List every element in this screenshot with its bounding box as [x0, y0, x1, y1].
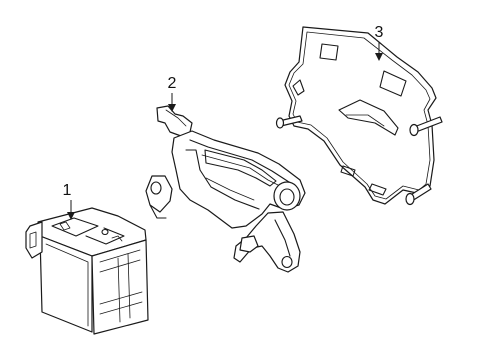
- bolt-right: [409, 116, 443, 137]
- radar-sensor-module: [25, 207, 149, 335]
- arrowhead-2: [168, 104, 176, 112]
- callout-label-1: 1: [63, 182, 72, 199]
- callout-1: 1: [63, 182, 75, 220]
- callout-label-2: 2: [168, 75, 177, 92]
- sensor-mounting-bracket: [145, 105, 306, 273]
- callout-label-3: 3: [375, 24, 384, 41]
- callout-2: 2: [168, 75, 177, 112]
- bolt-lower: [405, 183, 432, 206]
- arrowhead-1: [67, 212, 75, 220]
- bolt-left: [275, 115, 303, 129]
- callout-3: 3: [375, 24, 384, 61]
- arrowhead-3: [375, 53, 383, 61]
- mounting-plate: [275, 26, 443, 206]
